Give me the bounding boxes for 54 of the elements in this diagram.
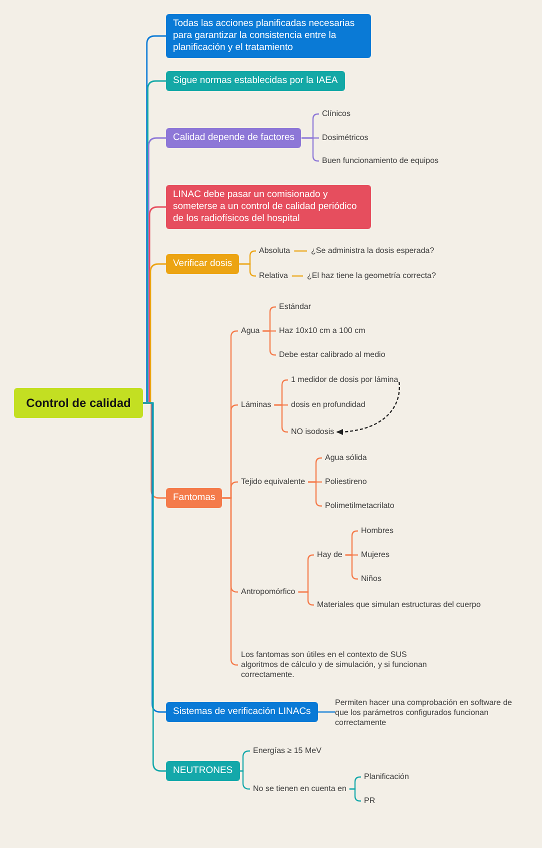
subtopic-text: NO isodosis (291, 427, 334, 437)
subtopic-text: Clínicos (322, 109, 350, 119)
branch-line (262, 330, 276, 356)
subtopic-text: Debe estar calibrado al medio (279, 350, 386, 360)
topic-box: Verificar dosis (166, 254, 240, 274)
branch-line (308, 481, 322, 507)
branch-line (240, 750, 250, 772)
topic-box: Sistemas de verificación LINACs (166, 702, 318, 722)
topic-box: NEUTRONES (166, 761, 240, 781)
subtopic-text: Láminas (241, 400, 272, 410)
branch-line (349, 788, 361, 802)
subtopic-text: Niños (361, 574, 382, 584)
subtopic-text: Tejido equivalente (241, 477, 306, 487)
subtopic-text: Haz 10x10 cm a 100 cm (279, 326, 366, 336)
subtopic-text: Hombres (361, 526, 394, 536)
subtopic-text: Absoluta (259, 246, 290, 256)
subtopic-text: PR (364, 796, 376, 806)
branch-line (274, 404, 288, 433)
subtopic-text: Planificación (364, 772, 409, 782)
subtopic-text: Mujeres (361, 550, 390, 560)
subtopic-text: Relativa (259, 271, 288, 281)
branch-line (301, 137, 319, 162)
topic-box: Sigue normas establecidas por la IAEA (166, 71, 345, 91)
branch-line (292, 275, 303, 277)
subtopic-text: ¿Se administra la dosis esperada? (311, 246, 434, 256)
branch-line (298, 591, 314, 606)
branch-line (240, 770, 250, 790)
branch-line (294, 250, 307, 252)
topic-box: Todas las acciones planificadas necesarias para garantizar la consistencia entre la planificación y el tratamiento (166, 14, 371, 58)
subtopic-text: Materiales que simulan estructuras del cuerpo (317, 600, 481, 610)
subtopic-text: Agua sólida (325, 453, 367, 463)
topic-box: LINAC debe pasar un comisionado y someterse a un control de calidad periódico de los radiofísicos del hospital (166, 185, 371, 229)
subtopic-text: Estándar (279, 302, 312, 312)
subtopic-text: Poliestireno (325, 477, 367, 487)
central-topic: Control de calidad (14, 388, 143, 418)
branch-line (318, 711, 335, 713)
subtopic-text: Buen funcionamiento de equipos (322, 156, 439, 166)
dashed-arrow (336, 382, 400, 435)
subtopic-text: 1 medidor de dosis por lámina (291, 375, 398, 385)
subtopic-text: Energías ≥ 15 MeV (253, 746, 322, 756)
subtopic-text: No se tienen en cuenta en (253, 784, 346, 794)
subtopic-text: Polimetilmetacrilato (325, 501, 394, 511)
topic-box: Calidad depende de factores (166, 128, 302, 148)
subtopic-text: Antropomórfico (241, 587, 296, 597)
branch-line (345, 554, 358, 580)
topic-box: Fantomas (166, 488, 222, 508)
subtopic-text: Hay de (317, 550, 342, 560)
note-text: Los fantomas son útiles en el contexto de SUS algoritmos de cálculo y de simulación, y si funcionan correctamente. (241, 650, 436, 680)
subtopic-text: ¿El haz tiene la geometría correcta? (307, 271, 436, 281)
subtopic-text: Agua (241, 326, 260, 336)
note-text: Permiten hacer una comprobación en software de que los parámetros configurados funcionan correctamente (335, 698, 517, 728)
subtopic-text: dosis en profundidad (291, 400, 366, 410)
branch-line (239, 263, 256, 277)
subtopic-text: Dosimétricos (322, 133, 368, 143)
